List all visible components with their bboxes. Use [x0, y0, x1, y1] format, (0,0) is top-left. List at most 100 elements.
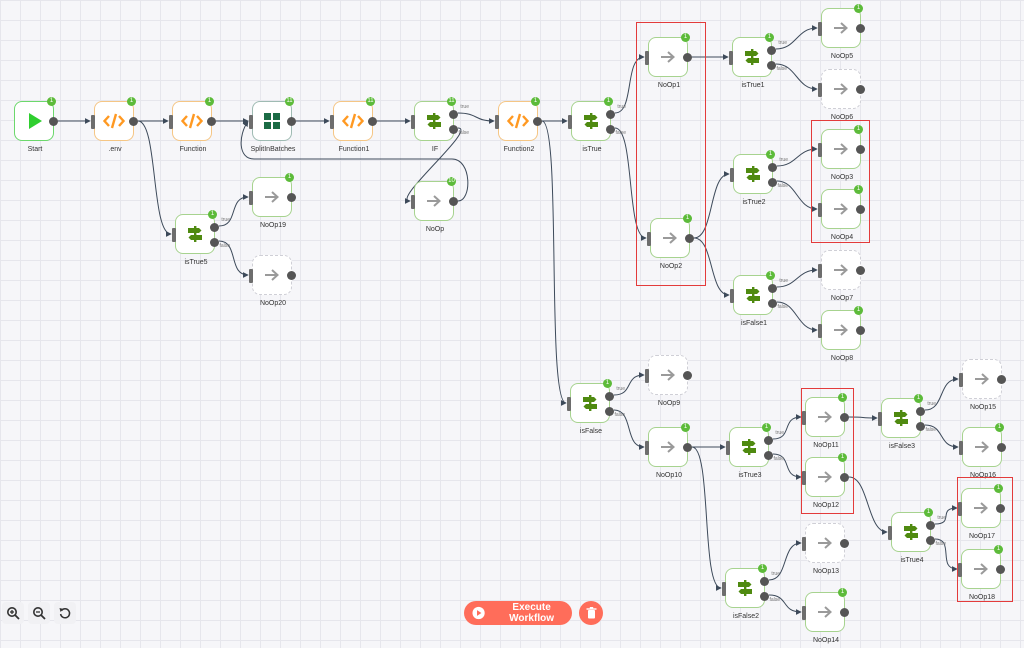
input-port[interactable] [647, 232, 651, 246]
connection-istrue1-noop5[interactable] [775, 25, 818, 50]
connection-if-noop[interactable] [404, 127, 462, 204]
output-port[interactable] [533, 117, 542, 126]
connection-istrue5-noop20[interactable] [218, 240, 249, 278]
input-port[interactable] [818, 22, 822, 36]
output-port[interactable] [129, 117, 138, 126]
input-port[interactable] [645, 369, 649, 383]
connection-istrue1-noop6[interactable] [775, 63, 818, 92]
node-noop6[interactable]: NoOp6 [818, 69, 865, 121]
output-port[interactable] [287, 271, 296, 280]
zoom-in-button[interactable] [2, 602, 24, 624]
output-port-true[interactable] [768, 163, 777, 172]
node-noop20[interactable]: NoOp20 [249, 255, 296, 307]
input-port[interactable] [888, 526, 892, 540]
output-port[interactable] [856, 266, 865, 275]
output-port[interactable] [683, 53, 692, 62]
input-port[interactable] [958, 502, 962, 516]
input-port[interactable] [567, 397, 571, 411]
input-port[interactable] [645, 441, 649, 455]
output-port-true[interactable] [916, 407, 925, 416]
connection-isfalse1-noop7[interactable] [776, 267, 818, 288]
input-port[interactable] [818, 324, 822, 338]
input-port[interactable] [645, 51, 649, 65]
input-port[interactable] [169, 115, 173, 129]
output-port-false[interactable] [606, 125, 615, 134]
output-port-true[interactable] [768, 284, 777, 293]
connection-istrue-noop1[interactable] [614, 54, 645, 114]
output-port-true[interactable] [210, 223, 219, 232]
input-port[interactable] [818, 203, 822, 217]
output-port[interactable] [49, 117, 58, 126]
connection-noop2-isfalse1[interactable] [693, 237, 730, 298]
output-port-true[interactable] [764, 436, 773, 445]
input-port[interactable] [729, 51, 733, 65]
output-port[interactable] [840, 539, 849, 548]
output-port[interactable] [856, 145, 865, 154]
execute-workflow-button[interactable]: Execute Workflow [464, 601, 572, 625]
input-port[interactable] [249, 191, 253, 205]
output-port[interactable] [996, 504, 1005, 513]
output-port[interactable] [683, 443, 692, 452]
input-port[interactable] [172, 228, 176, 242]
input-port[interactable] [959, 373, 963, 387]
output-port[interactable] [997, 443, 1006, 452]
input-port[interactable] [802, 537, 806, 551]
output-port[interactable] [449, 197, 458, 206]
output-port[interactable] [207, 117, 216, 126]
connection-istrue5-noop19[interactable] [218, 194, 249, 227]
connection-noop-splitinbatches[interactable] [240, 120, 469, 202]
output-port[interactable] [840, 473, 849, 482]
output-port-false[interactable] [926, 536, 935, 545]
connection-env-istrue5[interactable] [137, 120, 172, 237]
output-port[interactable] [856, 205, 865, 214]
output-port[interactable] [840, 608, 849, 617]
output-port[interactable] [856, 85, 865, 94]
output-port-false[interactable] [767, 61, 776, 70]
input-port[interactable] [878, 412, 882, 426]
input-port[interactable] [411, 195, 415, 209]
connection-noop10-isfalse2[interactable] [691, 446, 722, 591]
input-port[interactable] [818, 264, 822, 278]
input-port[interactable] [249, 115, 253, 129]
connection-noop2-istrue2[interactable] [693, 171, 730, 239]
connection-istrue2-noop4[interactable] [776, 180, 818, 212]
node-env[interactable]: 1.env [91, 97, 138, 153]
output-port-false[interactable] [916, 422, 925, 431]
input-port[interactable] [91, 115, 95, 129]
connection-isfalse3-noop16[interactable] [924, 424, 959, 450]
output-port[interactable] [840, 413, 849, 422]
connection-isfalse3-noop15[interactable] [924, 376, 959, 411]
input-port[interactable] [411, 115, 415, 129]
node-noop7[interactable]: NoOp7 [818, 250, 865, 302]
connection-if-function2[interactable] [457, 112, 495, 124]
input-port[interactable] [802, 411, 806, 425]
output-port-false[interactable] [768, 178, 777, 187]
output-port[interactable] [996, 565, 1005, 574]
output-port-true[interactable] [767, 46, 776, 55]
node-noop9[interactable]: NoOp9 [645, 355, 692, 407]
connection-istrue2-noop3[interactable] [776, 146, 818, 167]
connection-isfalse2-noop13[interactable] [768, 540, 802, 581]
connection-isfalse1-noop8[interactable] [776, 301, 818, 333]
output-port-false[interactable] [605, 407, 614, 416]
input-port[interactable] [730, 168, 734, 182]
node-noop13[interactable]: NoOp13 [802, 523, 849, 575]
